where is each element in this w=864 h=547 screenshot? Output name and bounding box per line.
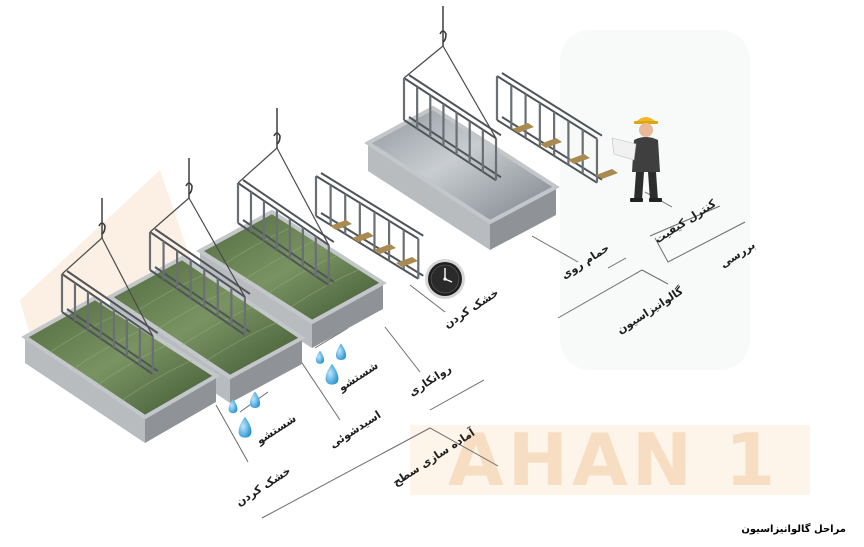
wood-support [512, 123, 534, 133]
wood-support [352, 232, 374, 242]
crane-degrease [61, 198, 154, 337]
wood-support [374, 244, 396, 254]
leader-line [607, 257, 627, 269]
wood-support [396, 257, 418, 267]
leader-line [215, 404, 249, 463]
tank-degrease [21, 295, 220, 443]
wood-support [568, 154, 590, 164]
crane-acid [149, 158, 246, 298]
water-drops [228, 343, 347, 438]
crane-zinc [403, 6, 497, 139]
crane-flux [237, 108, 330, 246]
water-drop-icon [238, 416, 252, 438]
clipboard-icon [611, 137, 637, 161]
hook-icon [273, 132, 281, 145]
leader-line [299, 359, 341, 421]
leader-line [314, 327, 349, 349]
wood-support [596, 169, 618, 179]
tank-flux [196, 209, 387, 348]
water-drop-icon [249, 391, 261, 408]
leader-line [429, 379, 485, 411]
leader-line [409, 284, 446, 313]
tanks [21, 105, 560, 443]
leader-line [654, 221, 746, 263]
rack-acid [148, 228, 251, 336]
leader-line [649, 205, 721, 237]
hook-icon [98, 222, 106, 235]
leader-line [384, 326, 421, 373]
water-drop-icon [315, 350, 325, 364]
rack-zinc [402, 74, 502, 182]
diagram-caption: مراحل گالوانیزاسیون [741, 524, 846, 535]
water-drop-icon [325, 363, 339, 385]
leader-lines [215, 191, 746, 519]
steel-racks [60, 6, 618, 375]
leader-line [557, 269, 669, 319]
wood-support [540, 138, 562, 148]
watermark-text: AHAN 1 [448, 418, 779, 502]
water-drop-icon [335, 343, 347, 360]
wood-support [330, 220, 352, 230]
inspector-worker [611, 117, 662, 202]
water-drop-icon [228, 398, 238, 414]
rack-finished [495, 72, 603, 184]
clock-icon [425, 259, 465, 299]
rack-flux [236, 179, 335, 286]
leader-line [531, 235, 579, 263]
hook-icon [439, 30, 447, 43]
leader-line [261, 427, 499, 519]
rack-degrease [60, 270, 159, 375]
helmet-icon [636, 117, 656, 122]
hook-icon [185, 182, 193, 195]
